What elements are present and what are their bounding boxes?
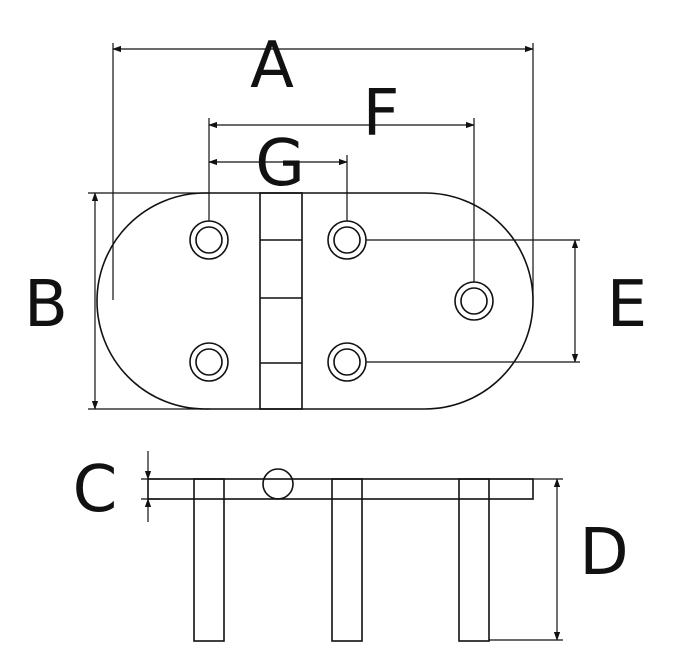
screw-hole-right — [454, 281, 494, 321]
dimension-b: B — [24, 192, 210, 410]
dimension-d: D — [489, 478, 629, 641]
side-leg-left — [193, 478, 225, 642]
screw-hole-top-middle — [327, 220, 367, 260]
dimension-label-b: B — [24, 268, 68, 342]
side-leg-right — [458, 478, 490, 642]
dimension-label-g: G — [255, 127, 305, 201]
dimension-a: A — [112, 29, 534, 300]
dimension-label-e: E — [607, 268, 647, 342]
side-view — [147, 468, 534, 642]
screw-hole-top-left — [189, 220, 229, 260]
side-leg-middle — [331, 478, 363, 642]
side-hinge-pin — [262, 468, 294, 500]
dimension-label-c: C — [73, 453, 118, 527]
side-plate — [147, 478, 534, 500]
top-view — [96, 192, 534, 410]
hinge-knuckle — [259, 192, 303, 410]
dimension-e: E — [366, 239, 647, 363]
dimension-label-a: A — [250, 29, 294, 103]
dimension-label-f: F — [363, 77, 400, 151]
dimension-c: C — [73, 451, 160, 527]
screw-hole-bottom-middle — [327, 342, 367, 382]
dimension-g: G — [208, 127, 348, 221]
dimension-f: F — [208, 77, 475, 282]
screw-hole-bottom-left — [189, 342, 229, 382]
dimension-label-d: D — [579, 516, 628, 590]
hinge-plate-outline — [96, 192, 534, 410]
